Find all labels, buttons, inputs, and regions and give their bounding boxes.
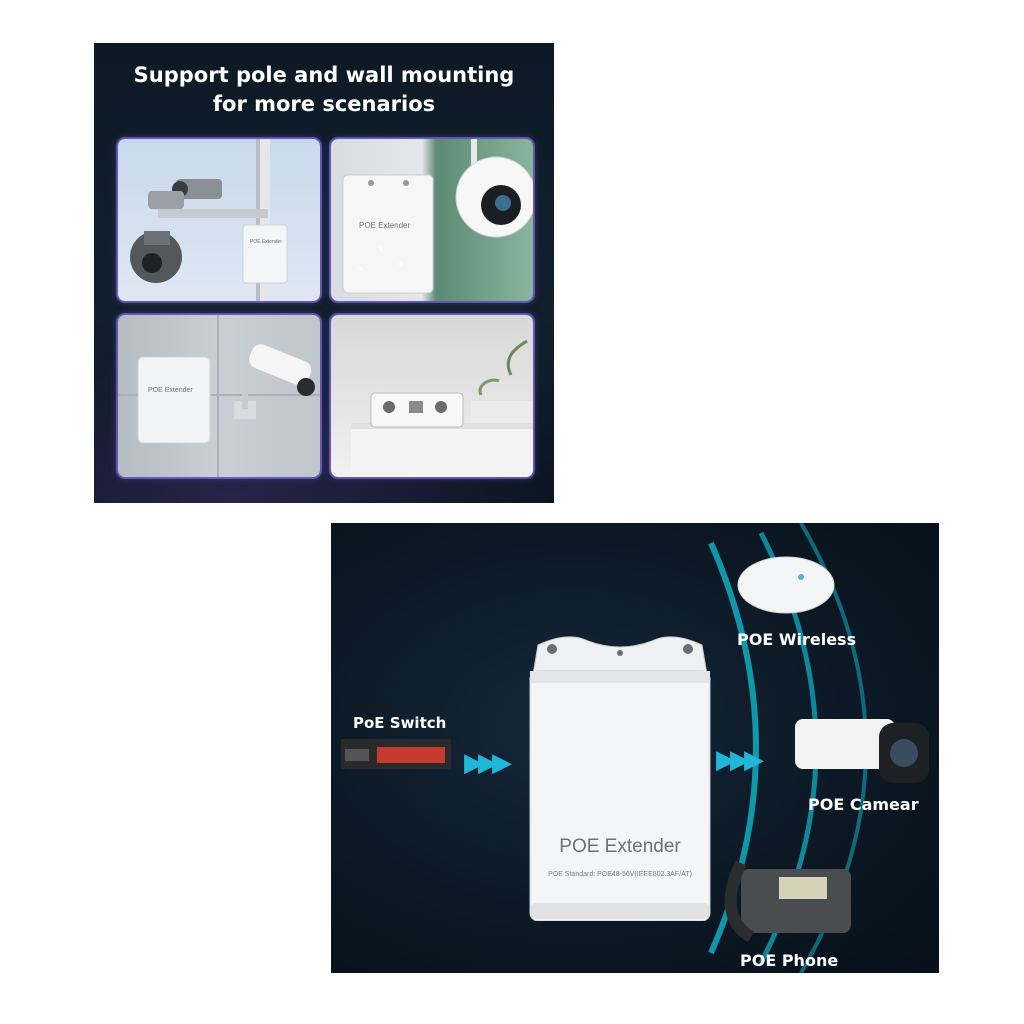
title-line-2: for more scenarios	[212, 92, 436, 116]
mounting-scenarios-panel: Support pole and wall mounting for more …	[94, 43, 554, 503]
poe-phone-label: POE Phone	[740, 951, 839, 970]
poe-extender-device: POE Extender POE Standard: POE48-56V(IEE…	[528, 631, 712, 922]
arrows-from-extender-icon: ▶▶▶	[716, 745, 764, 775]
pole-mount-illustration	[130, 139, 288, 301]
extender-body-illustration	[529, 636, 711, 922]
poe-switch-label: PoE Switch	[353, 714, 447, 732]
signal-waves-illustration	[341, 523, 929, 973]
scene-wall-mount: POE Extender	[118, 315, 320, 477]
topology-panel: PoE Switch POE Wireless POE Camear POE P…	[331, 523, 939, 973]
scene-desktop	[331, 315, 533, 477]
scene-2-box-label: POE Extender	[359, 221, 411, 230]
scene-1-box-label: POE Extender	[250, 239, 282, 245]
extender-title: POE Extender	[559, 836, 681, 857]
wall-mount-illustration	[118, 315, 320, 477]
extender-spec: POE Standard: POE48-56V(IEEE802.3AF/AT)	[548, 871, 692, 878]
scene-waterproof: POE Extender	[331, 139, 533, 301]
title-line-1: Support pole and wall mounting	[133, 63, 515, 87]
scene-pole-mount: POE Extender	[118, 139, 320, 301]
scene-3-box-label: POE Extender	[148, 387, 193, 394]
panel-title: Support pole and wall mounting for more …	[94, 61, 554, 119]
desktop-illustration	[351, 339, 533, 477]
poe-camera-label: POE Camear	[808, 795, 919, 814]
arrows-to-extender-icon: ▶▶▶	[464, 748, 512, 778]
poe-wireless-label: POE Wireless	[737, 630, 857, 649]
waterproof-illustration	[342, 139, 533, 294]
